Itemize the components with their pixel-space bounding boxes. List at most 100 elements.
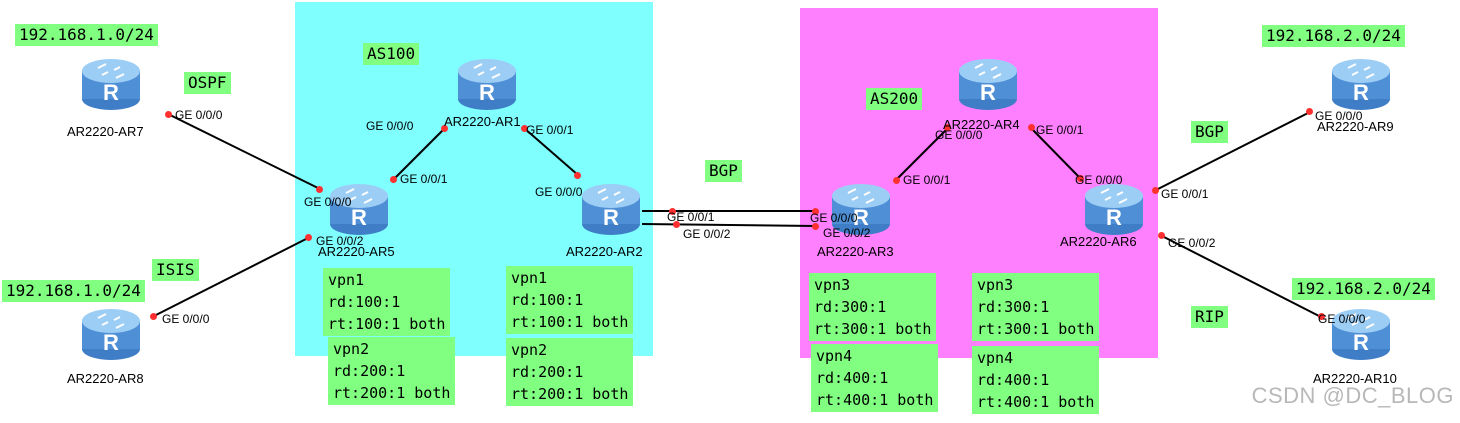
port-dot bbox=[165, 111, 172, 118]
svg-text:R: R bbox=[351, 205, 367, 230]
protocol-rip-label: RIP bbox=[1191, 306, 1228, 328]
link-ar6-ar10 bbox=[1161, 235, 1322, 318]
router-ar1-label: AR2220-AR1 bbox=[444, 114, 521, 129]
link-ar3-ar4 bbox=[895, 127, 949, 181]
network-tag-ar10: 192.168.2.0/24 bbox=[1292, 278, 1435, 300]
port-dot bbox=[893, 177, 900, 184]
router-ar5-label: AR2220-AR5 bbox=[318, 244, 395, 259]
port-label: GE 0/0/0 bbox=[1318, 312, 1366, 326]
svg-text:R: R bbox=[103, 80, 119, 105]
vpn-config-ar6-vpn4: vpn4 rd:400:1 rt:400:1 both bbox=[972, 346, 1100, 414]
port-dot bbox=[574, 172, 581, 179]
svg-text:R: R bbox=[603, 205, 619, 230]
link-ar6-ar9 bbox=[1155, 111, 1311, 191]
network-tag-ar8: 192.168.1.0/24 bbox=[2, 280, 145, 302]
port-label: GE 0/0/2 bbox=[683, 227, 731, 241]
port-label: GE 0/0/0 bbox=[1315, 109, 1363, 123]
vpn-config-ar5-vpn1: vpn1 rd:100:1 rt:100:1 both bbox=[323, 268, 451, 336]
port-dot bbox=[316, 186, 323, 193]
vpn-config-ar2-vpn2: vpn2 rd:200:1 rt:200:1 both bbox=[506, 338, 634, 406]
port-label: GE 0/0/2 bbox=[316, 234, 364, 248]
port-label: GE 0/0/0 bbox=[304, 195, 352, 209]
port-label: GE 0/0/0 bbox=[535, 185, 583, 199]
port-label: GE 0/0/0 bbox=[175, 108, 223, 122]
port-label: GE 0/0/0 bbox=[366, 119, 414, 133]
port-label: GE 0/0/1 bbox=[1036, 123, 1084, 137]
port-label: GE 0/0/1 bbox=[903, 173, 951, 187]
port-dot bbox=[441, 125, 448, 132]
router-ar6-icon[interactable]: R bbox=[1083, 180, 1145, 236]
router-ar2-label: AR2220-AR2 bbox=[566, 244, 643, 259]
link-ar5-ar1 bbox=[392, 128, 445, 181]
router-ar4-label: AR2220-AR4 bbox=[943, 117, 1020, 132]
port-dot bbox=[305, 234, 312, 241]
link-ar8-ar5 bbox=[153, 237, 309, 317]
svg-text:R: R bbox=[1353, 330, 1369, 355]
port-label: GE 0/0/0 bbox=[1075, 173, 1123, 187]
port-dot bbox=[944, 124, 951, 131]
link-ar7-ar5 bbox=[167, 113, 321, 190]
link-ar1-ar2 bbox=[523, 127, 579, 176]
svg-text:R: R bbox=[853, 205, 869, 230]
network-tag-ar9: 192.168.2.0/24 bbox=[1262, 25, 1405, 47]
port-label: GE 0/0/1 bbox=[526, 123, 574, 137]
port-label: GE 0/0/1 bbox=[1161, 187, 1209, 201]
port-dot bbox=[1077, 175, 1084, 182]
as100-label: AS100 bbox=[363, 43, 420, 65]
protocol-bgp-middle-label: BGP bbox=[705, 160, 742, 182]
protocol-ospf-label: OSPF bbox=[184, 72, 231, 94]
router-ar7-label: AR2220-AR7 bbox=[67, 124, 144, 139]
router-ar3-label: AR2220-AR3 bbox=[817, 244, 894, 259]
watermark: CSDN @DC_BLOG bbox=[1251, 383, 1454, 408]
port-label: GE 0/0/0 bbox=[810, 211, 858, 225]
port-label: GE 0/0/0 bbox=[935, 128, 983, 142]
port-dot bbox=[521, 125, 528, 132]
svg-text:R: R bbox=[103, 330, 119, 355]
port-label: GE 0/0/0 bbox=[162, 312, 210, 326]
router-ar2-icon[interactable]: R bbox=[580, 180, 642, 236]
protocol-isis-label: ISIS bbox=[152, 259, 199, 281]
port-dot bbox=[673, 221, 680, 228]
port-dot bbox=[812, 208, 819, 215]
port-dot bbox=[150, 313, 157, 320]
svg-text:R: R bbox=[980, 80, 996, 105]
port-dot bbox=[390, 176, 397, 183]
router-ar7-icon[interactable]: R bbox=[80, 55, 142, 111]
vpn-config-ar3-vpn4: vpn4 rd:400:1 rt:400:1 both bbox=[811, 344, 939, 412]
port-label: GE 0/0/1 bbox=[667, 210, 715, 224]
port-dot bbox=[1152, 187, 1159, 194]
svg-text:R: R bbox=[1353, 80, 1369, 105]
network-tag-ar7: 192.168.1.0/24 bbox=[15, 24, 158, 46]
router-ar4-icon[interactable]: R bbox=[957, 55, 1019, 111]
router-ar8-icon[interactable]: R bbox=[80, 305, 142, 361]
port-dot bbox=[1158, 232, 1165, 239]
as200-label: AS200 bbox=[866, 88, 923, 110]
link-ar2-ar3-b bbox=[641, 223, 816, 227]
port-dot bbox=[669, 208, 676, 215]
vpn-config-ar2-vpn1: vpn1 rd:100:1 rt:100:1 both bbox=[506, 266, 634, 334]
router-ar10-icon[interactable]: R bbox=[1330, 305, 1392, 361]
router-ar5-icon[interactable]: R bbox=[328, 180, 390, 236]
port-dot bbox=[1318, 313, 1325, 320]
router-ar9-label: AR2220-AR9 bbox=[1317, 119, 1394, 134]
port-dot bbox=[812, 223, 819, 230]
port-dot bbox=[1028, 124, 1035, 131]
router-ar10-label: AR2220-AR10 bbox=[1313, 371, 1397, 386]
vpn-config-ar6-vpn3: vpn3 rd:300:1 rt:300:1 both bbox=[972, 273, 1100, 341]
port-label: GE 0/0/2 bbox=[823, 226, 871, 240]
link-ar4-ar6 bbox=[1030, 127, 1081, 179]
router-ar1-icon[interactable]: R bbox=[456, 55, 518, 111]
router-ar9-icon[interactable]: R bbox=[1330, 55, 1392, 111]
port-label: GE 0/0/1 bbox=[400, 172, 448, 186]
port-dot bbox=[1306, 108, 1313, 115]
router-ar3-icon[interactable]: R bbox=[830, 180, 892, 236]
vpn-config-ar3-vpn3: vpn3 rd:300:1 rt:300:1 both bbox=[809, 273, 937, 341]
router-ar8-label: AR2220-AR8 bbox=[67, 371, 144, 386]
protocol-bgp-right-label: BGP bbox=[1191, 121, 1228, 143]
port-label: GE 0/0/2 bbox=[1168, 236, 1216, 250]
svg-text:R: R bbox=[479, 80, 495, 105]
svg-text:R: R bbox=[1106, 205, 1122, 230]
router-ar6-label: AR2220-AR6 bbox=[1060, 234, 1137, 249]
